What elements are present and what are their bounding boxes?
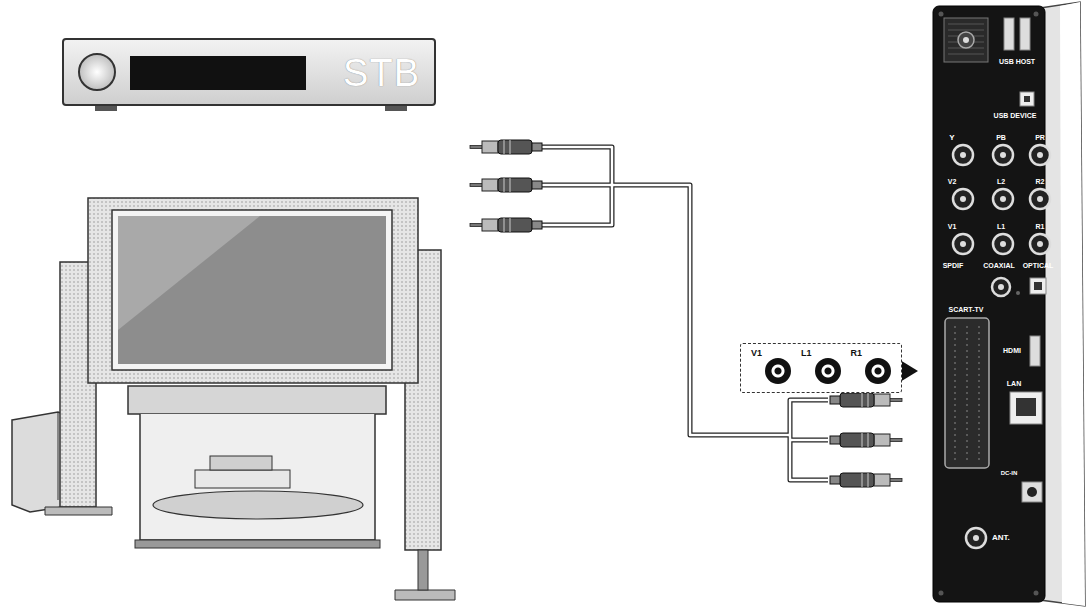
rca-jack [865,358,891,384]
jack-label: R1 [851,349,863,358]
rca-jack [765,358,791,384]
panel-label: PB [996,134,1006,141]
panel-label: USB HOST [999,58,1035,65]
panel-label: DC-IN [1001,470,1018,476]
panel-label: SPDIF [943,262,964,269]
inset-callout: V1 L1 R1 [740,343,902,393]
device-label: STB [343,54,420,92]
panel-label: SCART-TV [949,306,984,313]
knob [78,53,116,91]
panel-label: L1 [997,223,1005,230]
panel-label: USB DEVICE [994,112,1037,119]
set-top-box: STB [62,38,436,106]
panel-label: Y [949,134,954,142]
rca-jack [815,358,841,384]
panel-label: OPTICAL [1023,262,1054,269]
jack-label: L1 [801,349,812,358]
panel-label: V1 [948,223,957,230]
panel-label: L2 [997,178,1005,185]
panel-label: COAXIAL [983,262,1015,269]
panel-label: ANT. [992,534,1010,542]
panel-label: V2 [948,178,957,185]
panel-label: PR [1035,134,1045,141]
panel-label: R1 [1036,223,1045,230]
panel-label: HDMI [1003,347,1021,354]
jack-label: V1 [751,349,762,358]
panel-label: R2 [1036,178,1045,185]
display [130,56,306,90]
panel-label: LAN [1007,380,1021,387]
